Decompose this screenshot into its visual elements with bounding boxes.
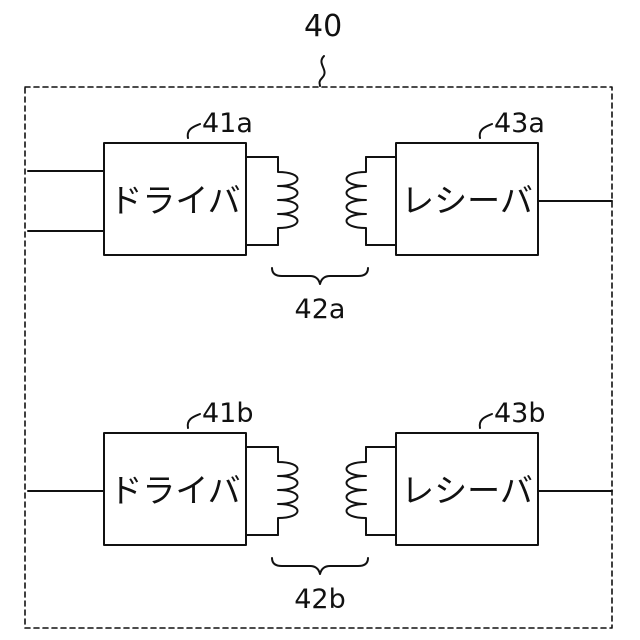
- driver-a-coil-leads: [246, 157, 278, 245]
- channel-b: ドライバ 41b レシーバ 43b 42b: [28, 398, 612, 615]
- driver-b-label: ドライバ: [109, 471, 240, 510]
- driver-b-leader-line: [188, 414, 200, 428]
- channel-a: ドライバ 41a レシーバ 43a 42a: [28, 108, 612, 325]
- receiver-b-leader-line: [480, 414, 492, 428]
- module-boundary: [25, 87, 612, 628]
- driver-b-coil-leads: [246, 447, 278, 535]
- receiver-b-ref-label: 43b: [494, 398, 546, 429]
- receiver-b-coil: [347, 447, 367, 535]
- receiver-a-coil: [347, 157, 367, 245]
- driver-a-coil: [278, 157, 298, 245]
- driver-b-ref-label: 41b: [202, 398, 254, 429]
- coupler-b-ref-label: 42b: [294, 584, 346, 615]
- driver-a-label: ドライバ: [109, 181, 240, 220]
- receiver-a-ref-label: 43a: [494, 108, 545, 139]
- coupler-a-brace: [272, 268, 368, 284]
- driver-a-ref-label: 41a: [202, 108, 253, 139]
- driver-a-leader-line: [188, 124, 200, 138]
- receiver-b-label: レシーバ: [401, 471, 533, 510]
- receiver-a-coil-leads: [366, 157, 396, 245]
- module-ref-label: 40: [304, 9, 342, 44]
- receiver-a-label: レシーバ: [401, 181, 533, 220]
- receiver-a-leader-line: [480, 124, 492, 138]
- receiver-b-coil-leads: [366, 447, 396, 535]
- coupler-b-brace: [272, 558, 368, 574]
- coupler-a-ref-label: 42a: [295, 294, 346, 325]
- module-leader-line: [320, 56, 325, 86]
- driver-b-coil: [278, 447, 298, 535]
